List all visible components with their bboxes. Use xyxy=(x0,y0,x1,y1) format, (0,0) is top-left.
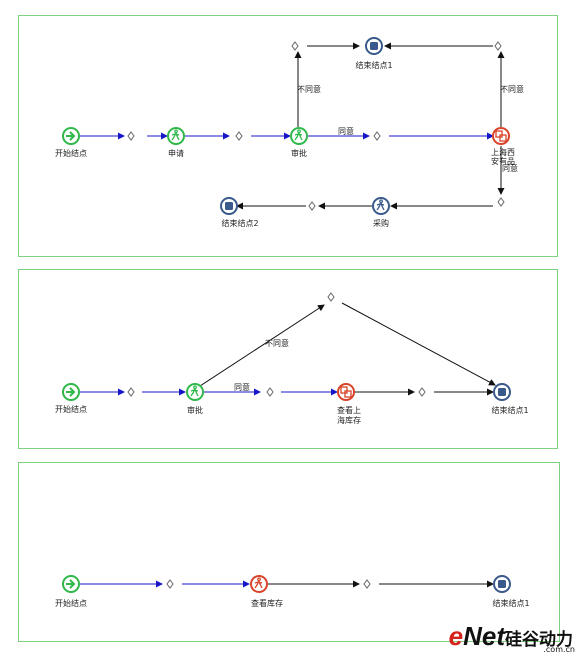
apply-task-node[interactable] xyxy=(167,127,185,145)
start-node[interactable] xyxy=(62,383,80,401)
check-shanghai-label-1: 查看上 xyxy=(337,405,361,415)
gateway-diamond[interactable] xyxy=(418,387,426,397)
start-node[interactable] xyxy=(62,575,80,593)
start-node-label: 开始结点 xyxy=(55,598,87,608)
gateway-diamond[interactable] xyxy=(291,41,299,51)
workflow-diagram-3: 开始结点 查看库存 结束结点1 xyxy=(55,575,530,608)
end-node-1[interactable] xyxy=(365,37,383,55)
gateway-diamond[interactable] xyxy=(327,292,335,302)
start-node-label: 开始结点 xyxy=(55,148,87,158)
edge-label-disagree: 不同意 xyxy=(500,84,524,94)
start-node-label: 开始结点 xyxy=(55,404,87,414)
end-node-1[interactable] xyxy=(493,383,511,401)
end-node-2-label: 结束结点2 xyxy=(221,218,258,228)
edge-label-disagree: 不同意 xyxy=(297,84,321,94)
shanghai-label-1: 上海西 xyxy=(491,147,515,157)
approve-task-label: 审批 xyxy=(187,405,203,415)
edge-label-agree: 同意 xyxy=(234,382,250,392)
shanghai-label-2: 安有品 xyxy=(491,156,515,166)
gateway-diamond[interactable] xyxy=(308,201,316,211)
check-stock-label: 查看库存 xyxy=(251,598,283,608)
check-shanghai-label-2: 海库存 xyxy=(337,415,361,425)
gateway-diamond[interactable] xyxy=(127,131,135,141)
workflow-panel-3: 开始结点 查看库存 结束结点1 xyxy=(18,462,560,642)
start-node[interactable] xyxy=(62,127,80,145)
enet-watermark-domain: .com.cn xyxy=(543,645,575,654)
workflow-diagram-2: 开始结点 审批 查看上 海库存 结束结点1 不同意 同意 xyxy=(55,292,529,425)
edge-label-agree: 同意 xyxy=(502,163,518,173)
approve-task-node[interactable] xyxy=(186,383,204,401)
gateway-diamond[interactable] xyxy=(235,131,243,141)
workflow-panel-2: 开始结点 审批 查看上 海库存 结束结点1 不同意 同意 xyxy=(18,269,558,449)
gateway-diamond[interactable] xyxy=(127,387,135,397)
end-node-1-label: 结束结点1 xyxy=(355,60,392,70)
apply-task-label: 申请 xyxy=(168,148,184,158)
end-node-2[interactable] xyxy=(220,197,238,215)
gateway-diamond[interactable] xyxy=(266,387,274,397)
gateway-diamond[interactable] xyxy=(363,579,371,589)
purchase-task-label: 采购 xyxy=(373,218,389,228)
gateway-diamond[interactable] xyxy=(497,197,505,207)
end-node-1-label: 结束结点1 xyxy=(491,405,528,415)
check-stock-task-node[interactable] xyxy=(250,575,268,593)
gateway-diamond[interactable] xyxy=(373,131,381,141)
edge-label-disagree: 不同意 xyxy=(265,338,289,348)
purchase-task-node[interactable] xyxy=(372,197,390,215)
end-node-1-label: 结束结点1 xyxy=(492,598,529,608)
edge-label-agree: 同意 xyxy=(338,126,354,136)
workflow-diagram-1: 开始结点 申请 审批 上海西 安有品 结束结点1 采购 结束结点2 xyxy=(55,37,524,228)
gateway-diamond[interactable] xyxy=(166,579,174,589)
enet-watermark-logo: eNet硅谷动力 xyxy=(448,621,573,651)
end-node-1[interactable] xyxy=(493,575,511,593)
gateway-diamond[interactable] xyxy=(494,41,502,51)
check-shanghai-stock-node[interactable] xyxy=(337,383,355,401)
shanghai-decision-node[interactable] xyxy=(492,127,510,145)
approve-task-label: 审批 xyxy=(291,148,307,158)
workflow-panel-1: 开始结点 申请 审批 上海西 安有品 结束结点1 采购 结束结点2 xyxy=(18,15,558,257)
approve-task-node[interactable] xyxy=(290,127,308,145)
